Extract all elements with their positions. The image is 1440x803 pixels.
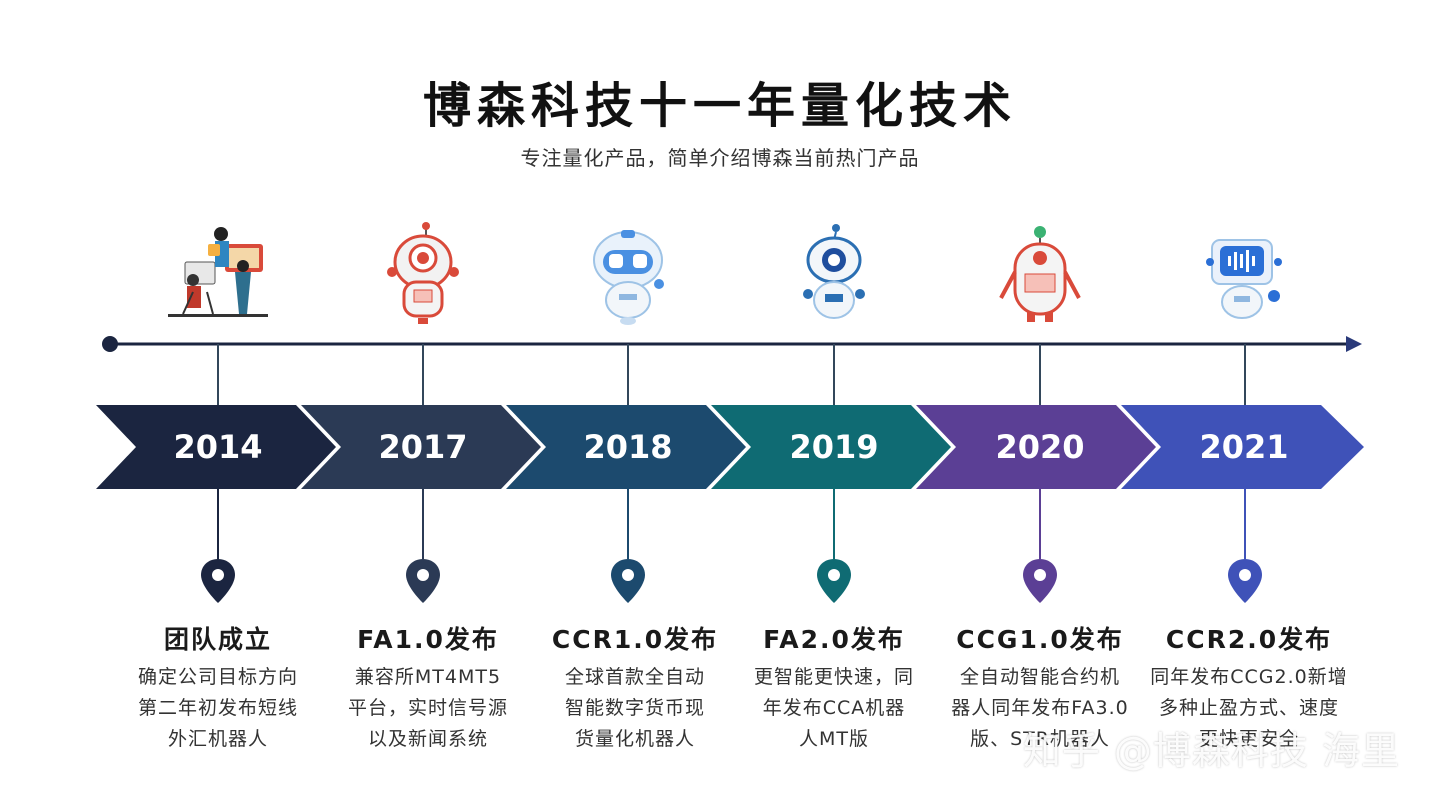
- connector-line: [422, 489, 424, 559]
- milestone-title: CCR1.0发布: [551, 625, 719, 654]
- connector-line: [1039, 344, 1041, 408]
- milestone-desc: 全自动智能合约机 器人同年发布FA3.0 版、STR机器人: [951, 666, 1129, 750]
- year-label-2017: 2017: [378, 428, 468, 466]
- ccr-robot-icon: [573, 222, 683, 327]
- fa-robot-icon: [368, 222, 478, 327]
- milestone-2020: CCG1.0发布 全自动智能合约机 器人同年发布FA3.0 版、STR机器人: [930, 620, 1150, 755]
- milestone-2018: CCR1.0发布 全球首款全自动 智能数字货币现 货量化机器人: [525, 620, 745, 755]
- milestone-2017: FA1.0发布 兼容所MT4MT5 平台，实时信号源 以及新闻系统: [318, 620, 538, 755]
- map-pin-icon: [1226, 557, 1264, 605]
- milestone-desc: 确定公司目标方向 第二年初发布短线 外汇机器人: [137, 666, 298, 750]
- connector-line: [217, 489, 219, 559]
- milestone-desc: 同年发布CCG2.0新增 多种止盈方式、速度 更快更安全: [1150, 666, 1348, 750]
- year-label-2021: 2021: [1199, 428, 1289, 466]
- arrow-segment: [1121, 405, 1364, 489]
- year-arrow-band: [96, 405, 1364, 489]
- milestone-title: FA1.0发布: [357, 625, 499, 654]
- page-title: 博森科技十一年量化技术: [422, 78, 1017, 134]
- year-label-2018: 2018: [583, 428, 673, 466]
- map-pin-icon: [1021, 557, 1059, 605]
- milestone-2019: FA2.0发布 更智能更快速，同 年发布CCA机器 人MT版: [724, 620, 944, 755]
- connector-line: [422, 344, 424, 408]
- connector-line: [627, 344, 629, 408]
- arrow-segment: [301, 405, 541, 489]
- connector-line: [627, 489, 629, 559]
- milestone-title: CCG1.0发布: [956, 625, 1124, 654]
- milestone-2014: 团队成立 确定公司目标方向 第二年初发布短线 外汇机器人: [108, 620, 328, 755]
- arrow-segment: [506, 405, 746, 489]
- map-pin-icon: [609, 557, 647, 605]
- arrow-segment: [916, 405, 1156, 489]
- milestone-2021: CCR2.0发布 同年发布CCG2.0新增 多种止盈方式、速度 更快更安全: [1144, 620, 1354, 755]
- milestone-desc: 全球首款全自动 智能数字货币现 货量化机器人: [564, 666, 705, 750]
- cst-robot-icon: [1190, 222, 1300, 327]
- connector-line: [833, 344, 835, 408]
- connector-line: [217, 344, 219, 408]
- year-label-2014: 2014: [173, 428, 263, 466]
- timeline-axis: [100, 328, 1370, 360]
- map-pin-icon: [404, 557, 442, 605]
- connector-line: [1244, 489, 1246, 559]
- year-label-2019: 2019: [789, 428, 879, 466]
- arrow-segment: [711, 405, 951, 489]
- ccg-robot-icon: [985, 222, 1095, 327]
- team-illustration-icon: [163, 222, 273, 327]
- map-pin-icon: [199, 557, 237, 605]
- connector-line: [833, 489, 835, 559]
- watermark: 知乎 @博森科技 海里: [1022, 729, 1400, 773]
- milestone-title: FA2.0发布: [763, 625, 905, 654]
- connector-line: [1244, 344, 1246, 408]
- milestone-title: 团队成立: [163, 625, 272, 654]
- page-subtitle: 专注量化产品，简单介绍博森当前热门产品: [520, 146, 920, 170]
- milestone-desc: 兼容所MT4MT5 平台，实时信号源 以及新闻系统: [347, 666, 508, 750]
- year-label-2020: 2020: [995, 428, 1085, 466]
- arrow-segment: [96, 405, 336, 489]
- connector-line: [1039, 489, 1041, 559]
- milestone-title: CCR2.0发布: [1165, 625, 1333, 654]
- milestone-desc: 更智能更快速，同 年发布CCA机器 人MT版: [753, 666, 914, 750]
- map-pin-icon: [815, 557, 853, 605]
- cca-robot-icon: [778, 222, 888, 327]
